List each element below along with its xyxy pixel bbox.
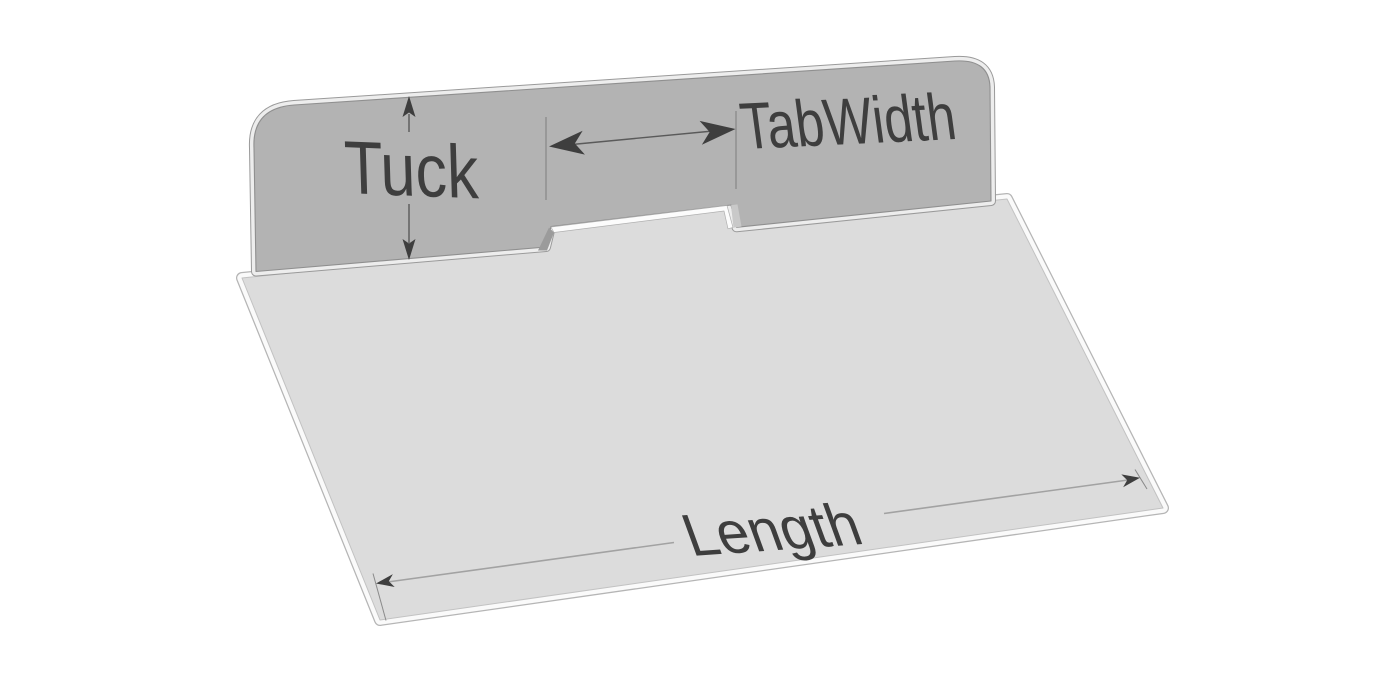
- slot-right-cut-face: [731, 204, 742, 228]
- tabwidth-arrow-left-icon: [549, 130, 585, 155]
- tuck-arrow-up-icon: [402, 96, 416, 117]
- length-extension-left: [372, 573, 387, 621]
- slot-left-shadow-wedge: [538, 227, 554, 251]
- tabwidth-dim-shaft: [571, 130, 714, 146]
- length-arrow-left-icon: [376, 574, 395, 587]
- length-dim-segment-left: [383, 541, 675, 584]
- length-label: Length: [673, 491, 871, 569]
- tuck-dimension: Tuck: [343, 96, 480, 260]
- tuck-flap-panel: [248, 55, 996, 277]
- tabwidth-dimension: TabWidth: [545, 79, 960, 200]
- tab-slot-detail: [538, 204, 742, 251]
- tabwidth-arrow-right-icon: [699, 120, 736, 145]
- tabwidth-label: TabWidth: [736, 79, 960, 163]
- length-dimension: Length: [372, 469, 1148, 621]
- length-extension-right: [1134, 469, 1148, 490]
- tuck-arrow-down-icon: [402, 239, 416, 260]
- length-dim-segment-right: [883, 479, 1129, 515]
- tuck-label: Tuck: [343, 125, 480, 215]
- tuck-flap-face: [253, 60, 992, 273]
- length-arrow-right-icon: [1121, 474, 1140, 488]
